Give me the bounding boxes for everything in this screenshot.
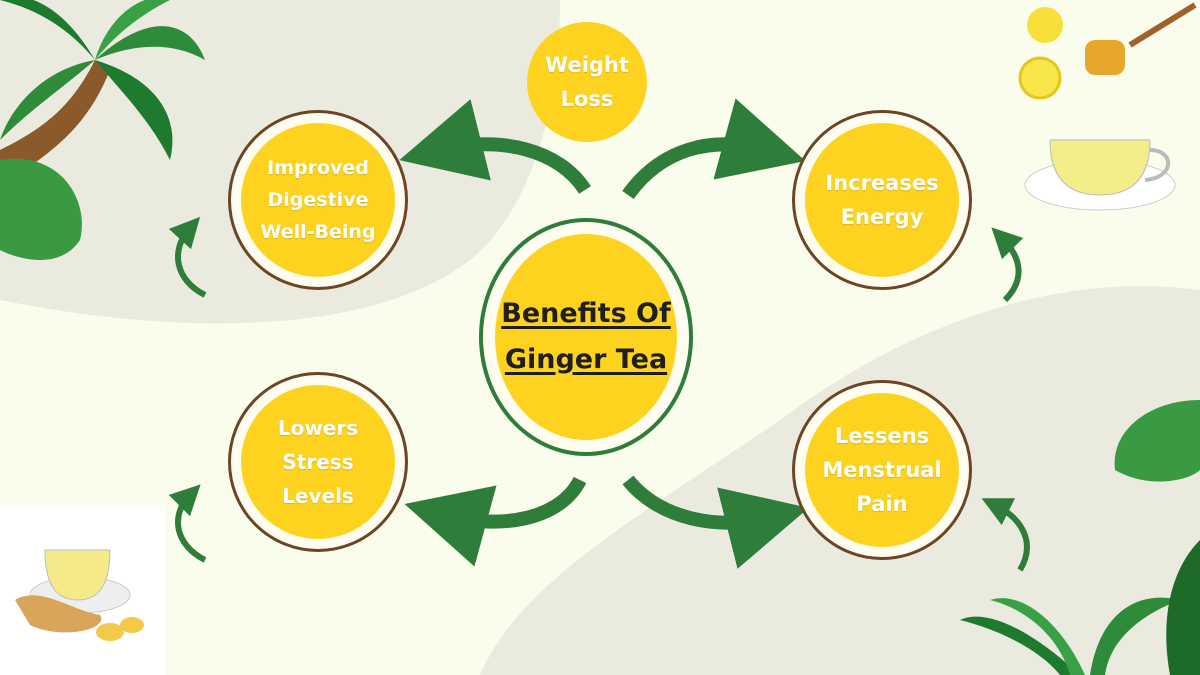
benefit-label: Increases Energy <box>825 171 939 229</box>
digestive-node: Improved Digestive Well-Being <box>228 110 408 290</box>
benefit-label: Weight Loss <box>545 53 629 111</box>
small-arrow-right-bottom <box>981 498 1030 572</box>
title-line-2: Ginger Tea <box>504 344 668 375</box>
arrow-to-menstrual <box>622 475 809 569</box>
monstera-leaf-right <box>1114 400 1200 482</box>
small-arrow-right-top <box>991 227 1024 303</box>
weight-loss-node: Weight Loss <box>527 22 647 142</box>
energy-node: Increases Energy <box>792 110 972 290</box>
benefit-label: Improved Digestive Well-Being <box>260 157 376 243</box>
small-arrow-left-bottom <box>168 484 207 563</box>
arrow-to-energy <box>622 98 806 200</box>
palm-bottom-right <box>960 540 1200 675</box>
palm-tree-top-left <box>0 0 205 185</box>
benefit-label: Lowers Stress Levels <box>277 416 359 508</box>
title-line-1: Benefits Of <box>501 298 671 329</box>
benefit-label: Lessens Menstrual Pain <box>822 424 942 516</box>
stress-node: Lowers Stress Levels <box>228 372 408 552</box>
menstrual-node: Lessens Menstrual Pain <box>792 380 972 560</box>
ginger-tea-illustration <box>0 505 165 675</box>
arrow-to-stress <box>404 476 587 567</box>
lemon-honey-tea-illustration <box>1018 2 1197 211</box>
arrow-to-digestive <box>399 99 591 194</box>
monstera-leaf-left <box>0 158 82 260</box>
center-title-node: Benefits Of Ginger Tea <box>479 218 693 456</box>
small-arrow-left-top <box>168 216 207 298</box>
